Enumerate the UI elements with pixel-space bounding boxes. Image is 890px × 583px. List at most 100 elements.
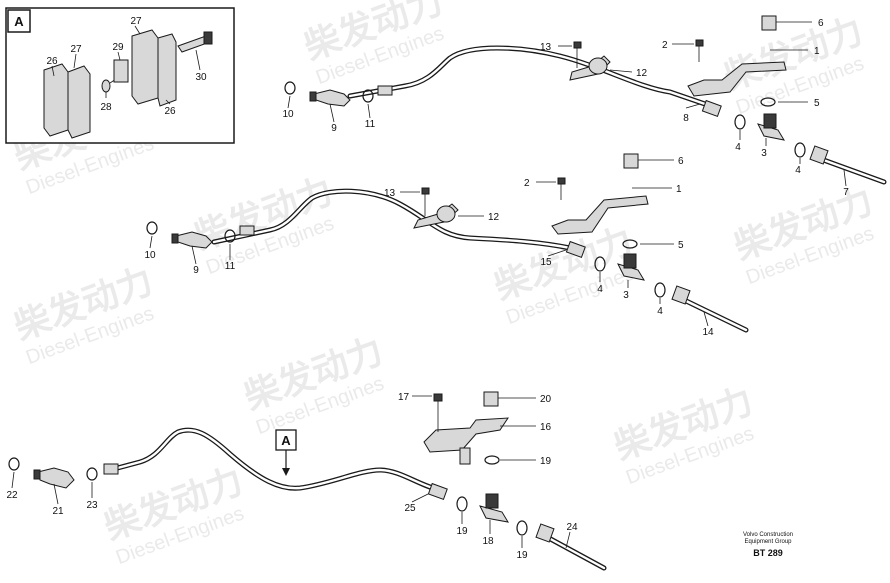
leader-line [287,95,291,109]
callout-25: 25 [404,503,416,514]
clamp-half-left [43,63,69,137]
hex-nut [761,15,777,31]
sealing-ring [760,97,776,107]
o-ring [146,221,158,235]
callout-4-right: 4 [657,306,663,317]
callout-24: 24 [566,522,578,533]
pipe-nut [103,463,119,475]
drawing-footer: Volvo Construction Equipment Group BT 28… [743,532,793,558]
elbow-nut [171,233,179,244]
pipe-nut [427,482,448,501]
outlet-pipe-highlight [543,534,606,570]
pipe-line-highlight [348,46,707,106]
washer [101,79,111,93]
callout-9: 9 [193,265,199,276]
leader-line [73,53,77,69]
callout-30: 30 [195,72,207,83]
elbow-fitting [175,231,213,249]
callout-14: 14 [702,327,714,338]
hose-nut [671,285,691,305]
bolt-head [203,31,213,45]
callout-11: 11 [225,261,236,272]
pipe-line-highlight [108,428,442,492]
inset-tag: A [14,14,24,29]
callout-5: 5 [678,240,684,251]
callout-12: 12 [488,212,500,223]
mounting-bracket [551,195,649,235]
tee-nipple [485,493,499,509]
leader-line [191,245,197,265]
pipe-nut [565,240,586,259]
leader-line [51,65,55,77]
callout-22: 22 [6,490,18,501]
callout-19-upper: 19 [540,456,552,467]
callout-20: 20 [540,394,552,405]
callout-18: 18 [482,536,494,547]
o-ring [654,282,666,298]
leader-line [165,99,171,105]
bolt-head [695,39,704,47]
spacer-plate [113,59,129,83]
callout-10: 10 [144,250,156,261]
leader-line [195,49,201,71]
callout-4: 4 [597,284,603,295]
leader-line [411,493,429,503]
pipe-nut [239,225,255,236]
hose-nut [535,523,555,543]
callout-27-top: 27 [130,16,142,27]
callout-28: 28 [100,102,112,113]
clamp-half-right-side [157,33,177,107]
leader-line [329,103,335,123]
callout-19: 19 [456,526,468,537]
callout-29: 29 [112,42,124,53]
leader-line [367,103,371,119]
tee-nipple [763,113,777,129]
callout-9: 9 [331,123,337,134]
callout-11: 11 [365,119,376,130]
sealing-ring [622,239,638,249]
callout-26-right: 26 [164,106,176,117]
callout-1: 1 [814,46,820,57]
o-ring [362,89,374,103]
callout-26-left: 26 [46,56,58,67]
callout-15: 15 [540,257,552,268]
rubber-grommet [588,57,608,75]
pipe-nut [701,99,722,118]
pipe-assembly-bottom: 17 20 16 A 19 22 21 23 25 19 18 19 24 [6,391,607,571]
plate-spigot [459,447,471,465]
leader-line [685,103,701,109]
outlet-pipe-highlight [816,156,886,184]
mounting-bracket [687,61,787,97]
leader-line [149,235,153,249]
callout-12: 12 [636,68,648,79]
drawing-code: BT 289 [753,548,783,558]
o-ring [224,229,236,243]
outlet-pipe-highlight [678,296,748,332]
elbow-fitting [37,467,75,489]
callout-6: 6 [678,156,684,167]
bolt-head [573,41,582,49]
pipe-assembly-top: 6 13 2 1 12 10 9 11 8 5 4 3 4 7 [282,15,887,198]
o-ring [456,496,468,512]
leader-line [609,69,633,73]
callout-2: 2 [524,178,530,189]
bolt-head [421,187,430,195]
elbow-nut [309,91,317,102]
pipe-nut [377,85,393,96]
o-ring [284,81,296,95]
view-a-tag: A [281,433,291,448]
bolt-head [557,177,566,185]
tee-fitting [479,505,509,523]
o-ring [594,256,606,272]
pipe-line [107,427,443,493]
callout-27-left: 27 [70,44,82,55]
o-ring [86,467,98,481]
publisher-line1: Volvo Construction [743,532,793,538]
callout-19-right: 19 [516,550,528,561]
callout-4-right: 4 [795,165,801,176]
callout-21: 21 [52,506,64,517]
leader-line [547,249,567,257]
leader-line [117,51,121,61]
publisher-line2: Equipment Group [744,539,792,545]
